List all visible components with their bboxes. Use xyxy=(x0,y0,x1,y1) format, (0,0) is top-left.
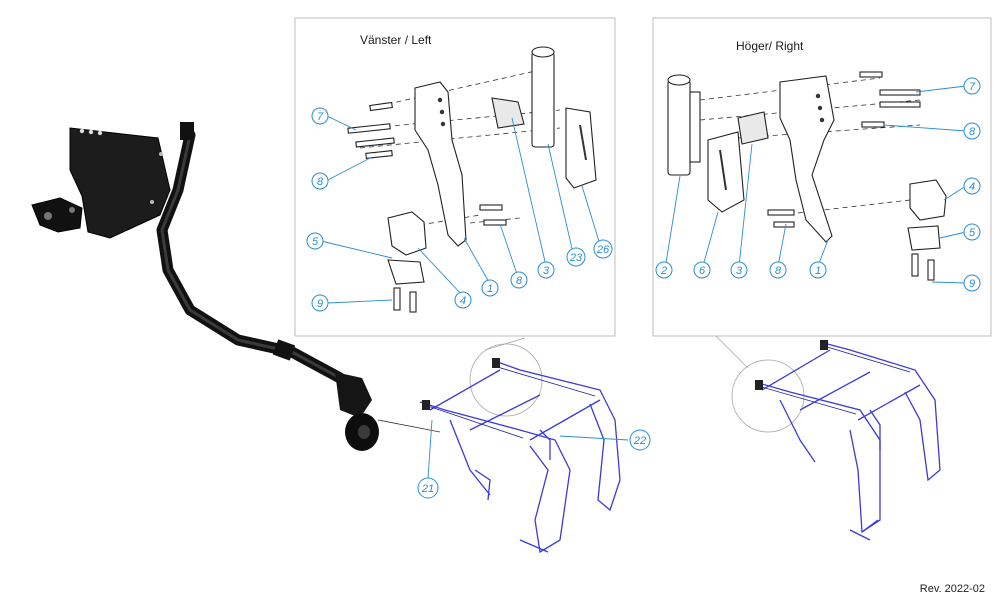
callout-right-4: 4 xyxy=(963,177,981,195)
callout-left-26: 26 xyxy=(593,239,613,259)
panel-left-title: Vänster / Left xyxy=(360,33,432,47)
callout-right-6: 6 xyxy=(693,261,711,279)
svg-text:8: 8 xyxy=(775,265,782,277)
svg-text:21: 21 xyxy=(421,483,434,495)
callout-frame-22: 22 xyxy=(629,429,651,451)
svg-text:9: 9 xyxy=(317,298,323,310)
callout-left-4: 4 xyxy=(454,291,472,309)
callout-left-8a: 8 xyxy=(311,172,329,190)
callout-left-9: 9 xyxy=(311,294,329,312)
svg-text:3: 3 xyxy=(736,265,743,277)
svg-text:5: 5 xyxy=(312,236,319,248)
callout-right-8a: 8 xyxy=(963,122,981,140)
svg-text:8: 8 xyxy=(969,126,976,138)
svg-text:7: 7 xyxy=(969,81,976,93)
callout-left-3: 3 xyxy=(537,261,555,279)
callout-right-8b: 8 xyxy=(769,261,787,279)
callout-left-5: 5 xyxy=(306,232,324,250)
callout-frame-21: 21 xyxy=(417,477,439,499)
callout-left-8b: 8 xyxy=(510,271,528,289)
callout-right-7: 7 xyxy=(963,77,981,95)
product-photo-arm xyxy=(31,122,441,451)
svg-text:3: 3 xyxy=(543,265,550,277)
svg-text:7: 7 xyxy=(317,111,324,123)
panel-right-border xyxy=(652,17,992,337)
panel-right: Höger/ Right xyxy=(652,17,992,337)
svg-text:8: 8 xyxy=(516,275,523,287)
callout-right-9: 9 xyxy=(963,274,981,292)
svg-text:6: 6 xyxy=(699,265,706,277)
svg-text:8: 8 xyxy=(317,176,324,188)
callout-right-2: 2 xyxy=(655,261,673,279)
wheelchair-frame-right xyxy=(715,335,941,541)
callout-right-1: 1 xyxy=(809,261,827,279)
svg-text:23: 23 xyxy=(569,252,583,264)
wheelchair-frame-left: 21 22 xyxy=(417,337,651,554)
svg-text:4: 4 xyxy=(460,295,466,307)
panel-left: Vänster / Left xyxy=(294,17,616,337)
svg-text:22: 22 xyxy=(633,435,646,447)
svg-text:26: 26 xyxy=(596,244,610,256)
svg-text:2: 2 xyxy=(660,265,667,277)
svg-text:1: 1 xyxy=(815,265,821,277)
callout-left-1: 1 xyxy=(481,279,499,297)
callout-left-7: 7 xyxy=(311,107,329,125)
callout-right-5: 5 xyxy=(963,223,981,241)
svg-text:5: 5 xyxy=(969,227,976,239)
callout-right-3: 3 xyxy=(730,261,748,279)
svg-text:1: 1 xyxy=(487,283,493,295)
panel-right-title: Höger/ Right xyxy=(736,39,804,53)
panel-left-border xyxy=(294,17,616,337)
svg-text:4: 4 xyxy=(969,181,975,193)
revision-label: Rev. 2022-02 xyxy=(920,583,985,595)
callout-left-23: 23 xyxy=(566,247,586,267)
svg-text:9: 9 xyxy=(969,278,975,290)
